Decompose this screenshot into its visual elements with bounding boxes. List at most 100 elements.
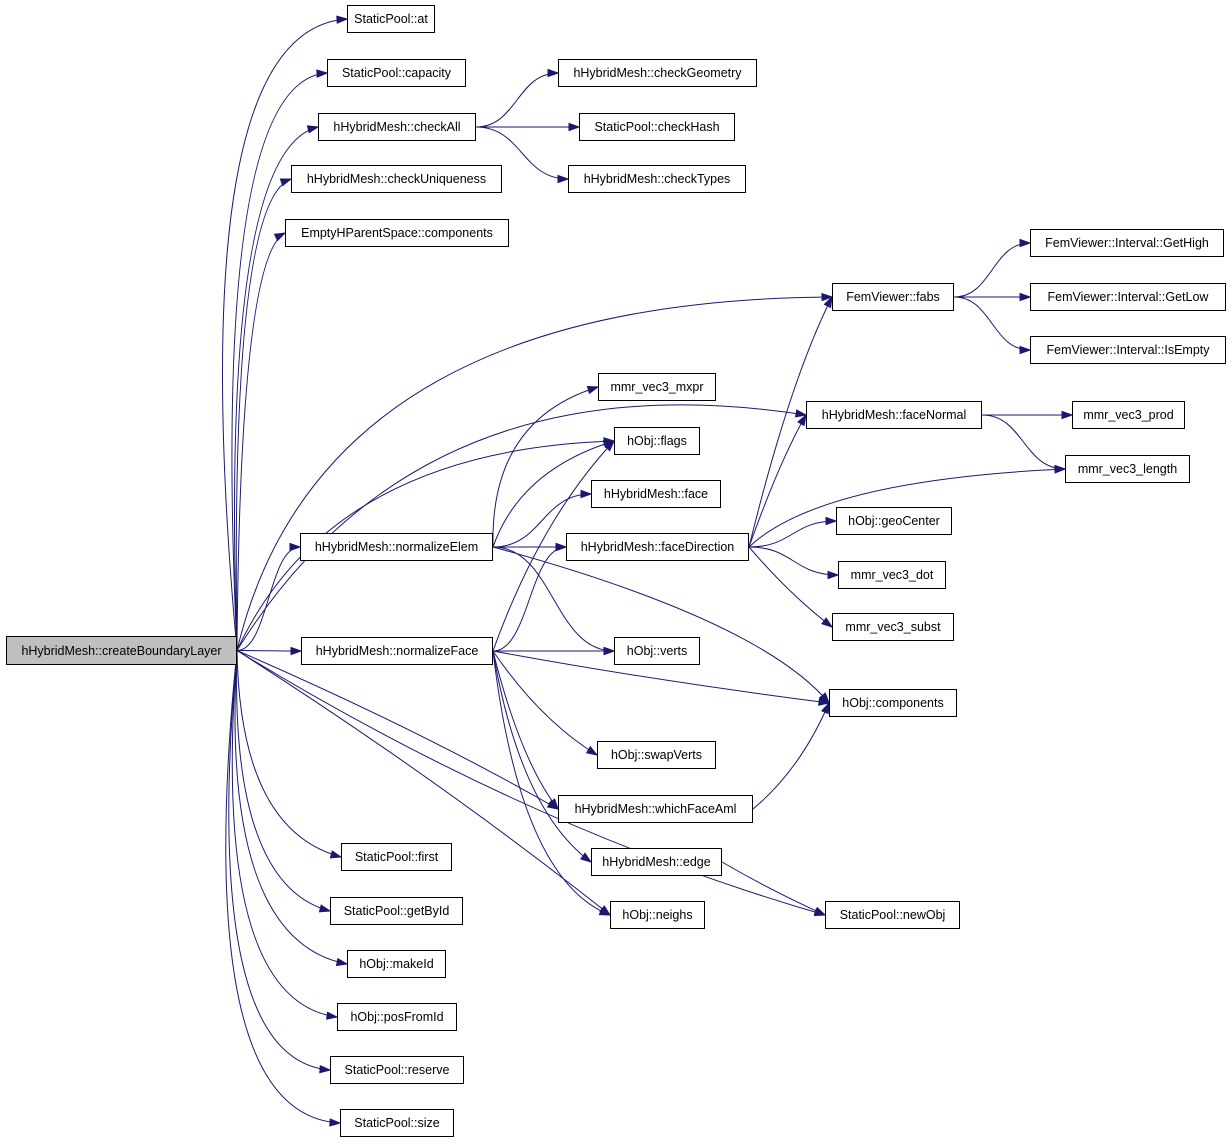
arrowhead-icon	[818, 697, 831, 706]
arrowhead-icon	[289, 542, 302, 552]
node-hm-checkTypes[interactable]: hHybridMesh::checkTypes	[568, 165, 746, 193]
edge-root-to-ho-posFromId	[231, 650, 338, 1018]
arrowhead-icon	[557, 174, 570, 184]
edge-root-to-fv-fabs	[236, 296, 833, 651]
node-ho-makeId[interactable]: hObj::makeId	[347, 950, 446, 978]
node-ehp-components[interactable]: EmptyHParentSpace::components	[285, 219, 509, 247]
edge-hm-checkAll-to-hm-checkTypes	[475, 126, 569, 180]
node-hm-checkUniqueness[interactable]: hHybridMesh::checkUniqueness	[291, 165, 502, 193]
edge-root-to-sp-newObj	[236, 650, 826, 916]
arrowhead-icon	[1054, 465, 1067, 474]
edge-hm-normalizeElem-to-ho-components	[492, 546, 830, 704]
node-hm-faceDirection[interactable]: hHybridMesh::faceDirection	[566, 533, 749, 561]
edge-root-to-sp-at	[222, 18, 348, 651]
edge-hm-normalizeElem-to-mmr-mxpr	[492, 386, 599, 548]
node-ho-components[interactable]: hObj::components	[829, 689, 957, 717]
node-ho-geoCenter[interactable]: hObj::geoCenter	[836, 507, 952, 535]
arrowhead-icon	[797, 413, 807, 427]
node-fv-getLow[interactable]: FemViewer::Interval::GetLow	[1030, 283, 1226, 311]
arrowhead-icon	[598, 907, 612, 916]
edge-hm-whichFaceAml-to-ho-components	[752, 702, 830, 810]
edge-hm-faceDirection-to-hm-faceNormal	[748, 414, 807, 548]
arrowhead-icon	[1061, 410, 1074, 420]
edge-hm-normalizeFace-to-ho-swapVerts	[492, 650, 598, 756]
edge-hm-faceDirection-to-mmr-dot	[748, 546, 839, 576]
arrowhead-icon	[821, 292, 834, 302]
node-ho-verts[interactable]: hObj::verts	[614, 637, 700, 665]
arrowhead-icon	[306, 125, 320, 134]
edge-hm-edge-to-sp-newObj	[721, 861, 826, 916]
arrowhead-icon	[827, 570, 840, 580]
arrowhead-icon	[318, 904, 332, 913]
node-sp-reserve[interactable]: StaticPool::reserve	[330, 1056, 464, 1084]
node-sp-at[interactable]: StaticPool::at	[347, 5, 435, 33]
node-sp-checkHash[interactable]: StaticPool::checkHash	[579, 113, 735, 141]
edge-hm-normalizeFace-to-hm-edge	[492, 650, 592, 863]
arrowhead-icon	[319, 1065, 332, 1074]
node-root: hHybridMesh::createBoundaryLayer	[6, 636, 237, 665]
arrowhead-icon	[290, 646, 303, 656]
edge-hm-normalizeElem-to-ho-flags	[492, 440, 615, 548]
edge-root-to-sp-getById	[236, 650, 331, 912]
edge-hm-normalizeFace-to-ho-neighs	[492, 650, 611, 916]
node-hm-faceNormal[interactable]: hHybridMesh::faceNormal	[806, 401, 982, 429]
node-hm-whichFaceAml[interactable]: hHybridMesh::whichFaceAml	[558, 795, 753, 823]
node-ho-swapVerts[interactable]: hObj::swapVerts	[597, 741, 716, 769]
node-fv-getHigh[interactable]: FemViewer::Interval::GetHigh	[1030, 229, 1224, 257]
node-ho-flags[interactable]: hObj::flags	[614, 427, 700, 455]
arrowhead-icon	[329, 850, 343, 859]
arrowhead-icon	[821, 617, 834, 628]
edge-hm-checkAll-to-hm-checkGeometry	[475, 72, 559, 128]
arrowhead-icon	[820, 701, 830, 715]
arrowhead-icon	[603, 646, 616, 656]
edge-hm-normalizeFace-to-hm-whichFaceAml	[492, 650, 559, 810]
edge-root-to-sp-size	[225, 650, 341, 1124]
arrowhead-icon	[1019, 292, 1032, 302]
arrowhead-icon	[279, 178, 293, 187]
node-sp-capacity[interactable]: StaticPool::capacity	[327, 59, 466, 87]
edge-root-to-hm-checkAll	[234, 126, 319, 651]
node-fv-isEmpty[interactable]: FemViewer::Interval::IsEmpty	[1030, 336, 1226, 364]
node-hm-checkGeometry[interactable]: hHybridMesh::checkGeometry	[558, 59, 757, 87]
arrowhead-icon	[548, 798, 559, 811]
edge-fv-fabs-to-fv-isEmpty	[953, 296, 1031, 351]
edge-root-to-sp-first	[236, 650, 342, 858]
node-hm-face[interactable]: hHybridMesh::face	[591, 480, 721, 508]
edge-hm-normalizeFace-to-ho-components	[492, 650, 830, 704]
arrowhead-icon	[329, 1118, 342, 1127]
edge-hm-normalizeElem-to-ho-verts	[492, 546, 615, 652]
node-sp-first[interactable]: StaticPool::first	[341, 843, 452, 871]
node-mmr-subst[interactable]: mmr_vec3_subst	[832, 613, 954, 641]
edge-root-to-hm-normalizeElem	[236, 546, 301, 651]
node-mmr-dot[interactable]: mmr_vec3_dot	[838, 561, 946, 589]
arrowhead-icon	[586, 386, 600, 395]
node-sp-getById[interactable]: StaticPool::getById	[330, 897, 463, 925]
node-hm-normalizeFace[interactable]: hHybridMesh::normalizeFace	[301, 637, 493, 665]
arrowhead-icon	[603, 439, 616, 452]
node-sp-newObj[interactable]: StaticPool::newObj	[825, 901, 960, 929]
arrowhead-icon	[555, 542, 568, 552]
edge-hm-normalizeElem-to-hm-face	[492, 493, 592, 548]
arrowhead-icon	[580, 489, 593, 499]
edge-root-to-ho-makeId	[234, 650, 348, 965]
edge-root-to-ho-flags	[236, 440, 615, 651]
edge-hm-faceDirection-to-fv-fabs	[748, 296, 833, 548]
node-ho-neighs[interactable]: hObj::neighs	[610, 901, 705, 929]
arrowhead-icon	[547, 68, 560, 78]
node-sp-size[interactable]: StaticPool::size	[340, 1109, 454, 1137]
edge-hm-normalizeFace-to-hm-faceDirection	[492, 546, 567, 652]
edge-hm-normalizeFace-to-ho-flags	[492, 440, 615, 652]
node-mmr-prod[interactable]: mmr_vec3_prod	[1072, 401, 1185, 429]
node-mmr-length[interactable]: mmr_vec3_length	[1065, 455, 1190, 483]
node-ho-posFromId[interactable]: hObj::posFromId	[337, 1003, 457, 1031]
node-fv-fabs[interactable]: FemViewer::fabs	[832, 283, 954, 311]
node-hm-edge[interactable]: hHybridMesh::edge	[591, 848, 722, 876]
node-hm-normalizeElem[interactable]: hHybridMesh::normalizeElem	[300, 533, 493, 561]
node-mmr-mxpr[interactable]: mmr_vec3_mxpr	[598, 373, 716, 401]
arrowhead-icon	[273, 232, 287, 242]
arrowhead-icon	[326, 1011, 339, 1020]
edge-hm-faceNormal-to-mmr-length	[981, 414, 1066, 470]
edge-hm-faceDirection-to-mmr-subst	[748, 546, 833, 628]
node-hm-checkAll[interactable]: hHybridMesh::checkAll	[318, 113, 476, 141]
